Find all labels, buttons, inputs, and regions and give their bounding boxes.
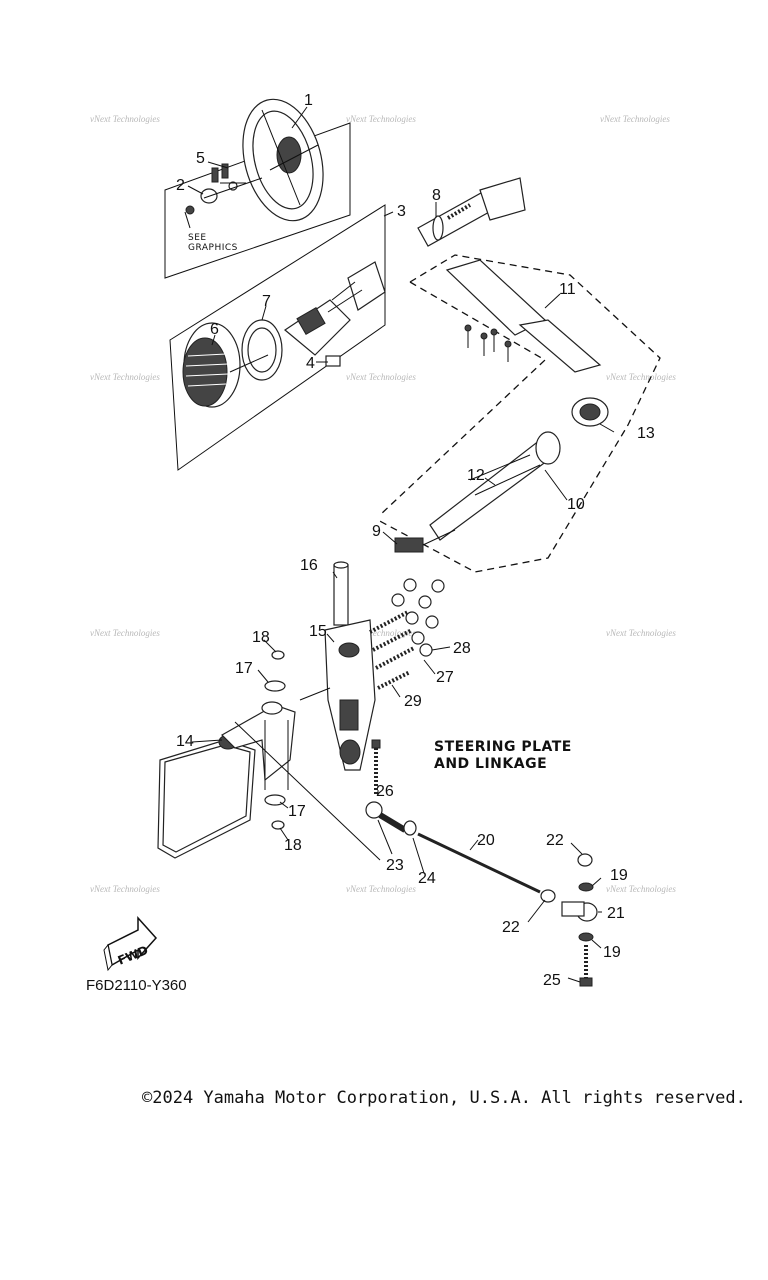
callout-3: 3 bbox=[397, 203, 406, 220]
callout-26: 26 bbox=[376, 783, 394, 800]
nuts-washers bbox=[391, 578, 445, 657]
callout-19: 19 bbox=[610, 867, 628, 884]
cable-group bbox=[375, 254, 661, 573]
callout-29: 29 bbox=[404, 693, 422, 710]
callout-13: 13 bbox=[637, 425, 655, 442]
callout-4: 4 bbox=[306, 355, 315, 372]
callout-8: 8 bbox=[432, 187, 441, 204]
watermark: vNext Technologies bbox=[600, 114, 670, 124]
steering-plate-group bbox=[157, 561, 598, 987]
callout-10: 10 bbox=[567, 496, 585, 513]
callout-27: 27 bbox=[436, 669, 454, 686]
callout-17: 17 bbox=[235, 660, 253, 677]
callout-19b: 19 bbox=[603, 944, 621, 961]
copyright-notice: ©2024 Yamaha Motor Corporation, U.S.A. A… bbox=[142, 1088, 746, 1108]
fwd-arrow-icon: FWD bbox=[103, 916, 158, 972]
watermarks: vNext Technologies vNext Technologies vN… bbox=[90, 114, 676, 894]
steering-post bbox=[333, 564, 349, 626]
steering-arm bbox=[324, 619, 376, 771]
steering-shaft bbox=[417, 177, 526, 247]
watermark: vNext Technologies bbox=[90, 884, 160, 894]
leader-lines bbox=[187, 106, 615, 983]
callout-18b: 18 bbox=[284, 837, 302, 854]
watermark: vNext Technologies bbox=[346, 884, 416, 894]
watermark: vNext Technologies bbox=[90, 628, 160, 638]
callout-7: 7 bbox=[262, 293, 271, 310]
steering-plate bbox=[157, 701, 296, 859]
callout-22b: 22 bbox=[502, 919, 520, 936]
see-graphics-label: SEE bbox=[188, 233, 207, 243]
callout-5: 5 bbox=[196, 150, 205, 167]
callout-17b: 17 bbox=[288, 803, 306, 820]
diagram-subtitle: AND LINKAGE bbox=[434, 756, 547, 772]
callout-21: 21 bbox=[607, 905, 625, 922]
callout-14: 14 bbox=[176, 733, 194, 750]
see-graphics-label: GRAPHICS bbox=[188, 243, 238, 253]
watermark: vNext Technologies bbox=[346, 372, 416, 382]
watermark: vNext Technologies bbox=[90, 372, 160, 382]
callout-16: 16 bbox=[300, 557, 318, 574]
callout-25: 25 bbox=[543, 972, 561, 989]
wheel-hardware bbox=[211, 163, 246, 191]
watermark: vNext Technologies bbox=[606, 884, 676, 894]
helm-group bbox=[169, 204, 386, 471]
callout-9: 9 bbox=[372, 523, 381, 540]
callout-24: 24 bbox=[418, 870, 436, 887]
callout-12: 12 bbox=[467, 467, 485, 484]
studs bbox=[369, 610, 415, 690]
watermark: vNext Technologies bbox=[346, 114, 416, 124]
callout-28: 28 bbox=[453, 640, 471, 657]
callout-22: 22 bbox=[546, 832, 564, 849]
steering-wheel bbox=[242, 98, 324, 222]
callout-11: 11 bbox=[559, 281, 576, 298]
callout-23: 23 bbox=[386, 857, 404, 874]
watermark: vNext Technologies bbox=[346, 628, 416, 638]
watermark: vNext Technologies bbox=[606, 628, 676, 638]
figure-code: F6D2110-Y360 bbox=[86, 977, 187, 994]
watermark: vNext Technologies bbox=[606, 372, 676, 382]
helm-cover bbox=[182, 322, 241, 408]
watermark: vNext Technologies bbox=[90, 114, 160, 124]
steering-wheel-group: SEE GRAPHICS bbox=[164, 98, 351, 279]
part-number-callouts: 1 2 3 4 5 6 7 8 9 10 11 12 13 14 15 16 1… bbox=[176, 92, 655, 989]
diagram-title: STEERING PLATE bbox=[434, 739, 572, 755]
callout-20: 20 bbox=[477, 832, 495, 849]
module-bolts bbox=[464, 324, 512, 362]
callout-1: 1 bbox=[304, 92, 313, 109]
callout-15: 15 bbox=[309, 623, 327, 640]
callout-2: 2 bbox=[176, 177, 185, 194]
callout-18: 18 bbox=[252, 629, 270, 646]
callout-6: 6 bbox=[210, 321, 219, 338]
